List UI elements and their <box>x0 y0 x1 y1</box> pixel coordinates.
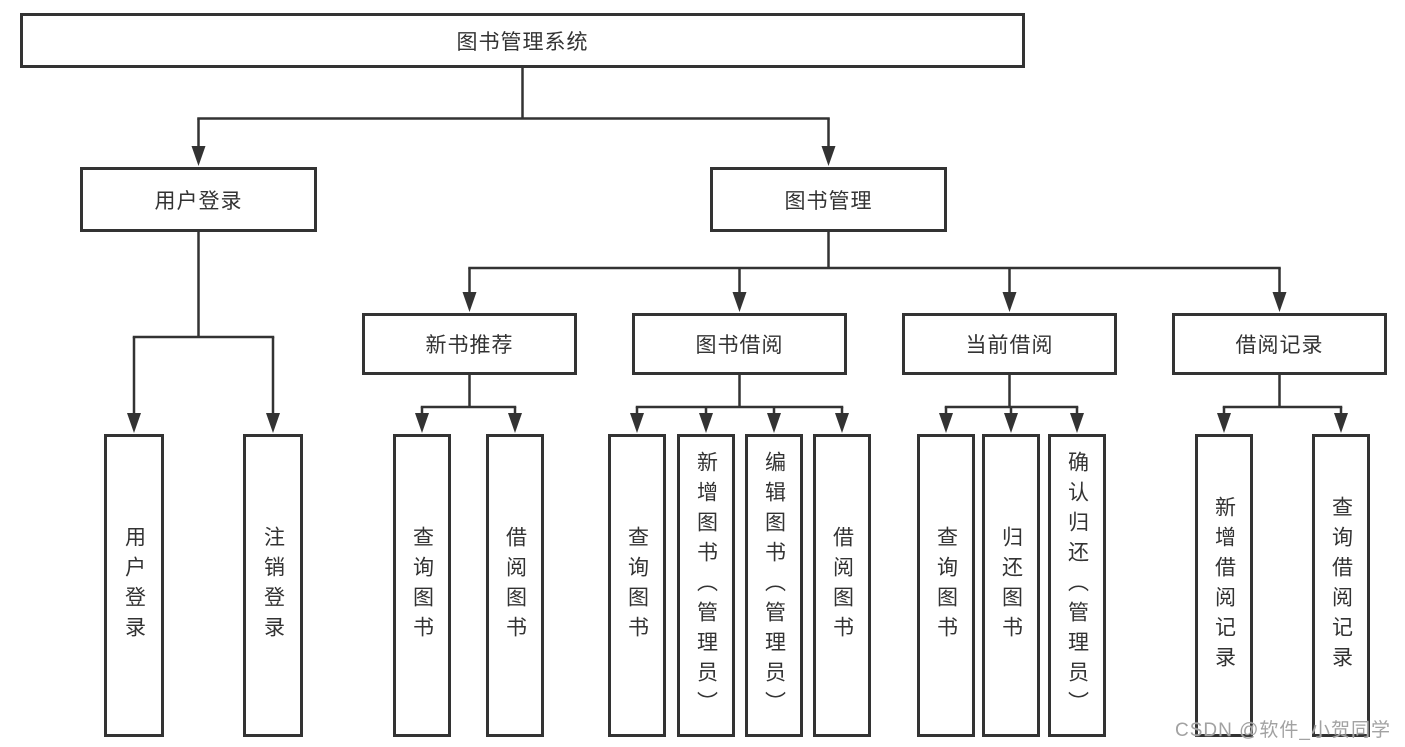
leaf-logout: 注销登录 <box>243 434 303 737</box>
connector-user-login <box>132 232 275 416</box>
leaf-logout-label: 注销登录 <box>261 525 285 646</box>
leaf-borrow-edit-books-admin: 编辑图书（管理员） <box>745 434 803 737</box>
arrowheads-book-mgmt <box>462 292 1287 312</box>
leaf-current-query-books-label: 查询图书 <box>934 525 958 646</box>
leaf-borrow-edit-books-admin-label: 编辑图书（管理员） <box>762 450 786 721</box>
node-library-management-system: 图书管理系统 <box>20 13 1025 68</box>
node-book-borrow: 图书借阅 <box>632 313 847 375</box>
leaf-records-add-record: 新增借阅记录 <box>1195 434 1253 737</box>
arrowheads-borrow-records <box>1217 413 1348 433</box>
node-book-management: 图书管理 <box>710 167 947 232</box>
connector-book-borrow <box>635 375 844 416</box>
leaf-current-confirm-return-admin: 确认归还（管理员） <box>1048 434 1106 737</box>
leaf-borrow-borrow-books-label: 借阅图书 <box>830 525 854 646</box>
leaf-current-confirm-return-admin-label: 确认归还（管理员） <box>1065 450 1089 721</box>
connector-current-borrow <box>944 375 1079 416</box>
node-current-borrow: 当前借阅 <box>902 313 1117 375</box>
leaf-borrow-borrow-books: 借阅图书 <box>813 434 871 737</box>
leaf-recommend-query-books-label: 查询图书 <box>410 525 434 646</box>
node-new-book-recommend: 新书推荐 <box>362 313 577 375</box>
leaf-borrow-query-books-label: 查询图书 <box>625 525 649 646</box>
leaf-current-return-books-label: 归还图书 <box>999 525 1023 646</box>
leaf-recommend-query-books: 查询图书 <box>393 434 451 737</box>
connector-borrow-records <box>1222 375 1343 416</box>
arrowheads-book-borrow <box>630 413 849 433</box>
leaf-borrow-add-books-admin-label: 新增图书（管理员） <box>694 450 718 721</box>
connector-root <box>197 68 830 148</box>
node-user-login: 用户登录 <box>80 167 317 232</box>
node-borrow-records: 借阅记录 <box>1172 313 1387 375</box>
leaf-recommend-borrow-books-label: 借阅图书 <box>503 525 527 646</box>
leaf-current-return-books: 归还图书 <box>982 434 1040 737</box>
leaf-user-login-label: 用户登录 <box>122 525 146 646</box>
leaf-user-login: 用户登录 <box>104 434 164 737</box>
leaf-borrow-query-books: 查询图书 <box>608 434 666 737</box>
arrowheads-user-login <box>127 413 280 433</box>
leaf-records-add-record-label: 新增借阅记录 <box>1212 495 1236 676</box>
leaf-records-query-record-label: 查询借阅记录 <box>1329 495 1353 676</box>
csdn-watermark: CSDN @软件_小贺同学 <box>1175 720 1391 741</box>
leaf-borrow-add-books-admin: 新增图书（管理员） <box>677 434 735 737</box>
leaf-current-query-books: 查询图书 <box>917 434 975 737</box>
leaf-records-query-record: 查询借阅记录 <box>1312 434 1370 737</box>
leaf-recommend-borrow-books: 借阅图书 <box>486 434 544 737</box>
arrowheads-new-book <box>415 413 522 433</box>
connector-book-mgmt <box>468 232 1281 294</box>
arrowheads-root <box>191 146 836 166</box>
arrowheads-current-borrow <box>939 413 1084 433</box>
connector-new-book <box>420 375 517 416</box>
